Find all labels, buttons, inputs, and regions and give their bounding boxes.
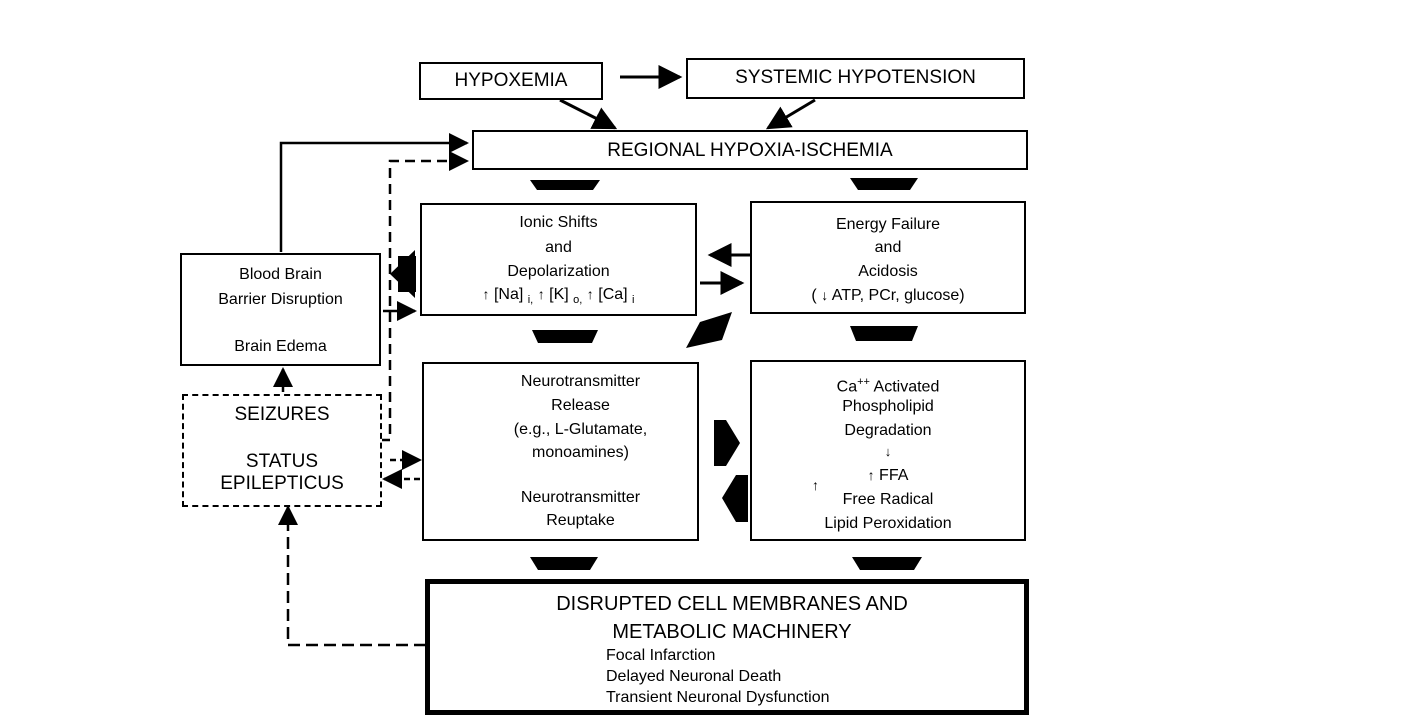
energy-line2: and [874,239,902,256]
disrupted-cell-membranes-box: DISRUPTED CELL MEMBRANES AND METABOLIC M… [425,579,1029,715]
up-arrow-na-icon: ↑ [482,286,490,302]
block-arrow-energy-to-ca [850,326,918,341]
ca-ffa-line: ↑ FFA [752,465,1024,486]
na-label: [Na] [493,286,524,303]
hypoxemia-label: HYPOXEMIA [454,70,568,91]
disrupted-line1: DISRUPTED CELL MEMBRANES AND [556,593,908,615]
energy-line4: ( ↓ ATP, PCr, glucose) [752,285,1024,306]
up-arrow-k-icon: ↑ [537,286,545,302]
arrow-bbb-to-regional [279,133,469,252]
disrupted-line5: Transient Neuronal Dysfunction [606,689,830,706]
ionic-concentrations: ↑ [Na] i, ↑ [K] o, ↑ [Ca] i [422,284,695,310]
dashed-arrow-disrupted-to-seizures [278,505,426,647]
block-arrow-neuro-to-energy [686,312,732,348]
ca-line1: Ca++ Activated [752,372,1024,397]
down-arrow-atp-icon: ↓ [821,287,829,303]
ca-line3: Degradation [844,422,932,439]
energy-line1: Energy Failure [835,216,941,233]
ionic-line1: Ionic Shifts [519,214,598,231]
block-arrow-ca-to-neuro [722,475,748,522]
ca-line2: Phospholipid [842,398,934,415]
neuro-line3: (e.g., L-Glutamate, [513,421,648,438]
up-arrow-free-radical-icon: ↑ [812,477,819,493]
ionic-line3: Depolarization [507,263,610,280]
up-arrow-ca-icon: ↑ [586,286,594,302]
bbb-line2: Barrier Disruption [218,291,343,308]
energy-paren-open: ( [811,287,817,304]
k-label: [K] [549,286,569,303]
block-arrow-regional-to-energy [850,178,918,190]
bbb-line3: Brain Edema [234,338,327,355]
neuro-line6: Reuptake [546,512,615,529]
seizures-line3: EPILEPTICUS [220,473,344,494]
ca-subscript: i [632,294,635,307]
energy-failure-box: Energy Failure and Acidosis ( ↓ ATP, PCr… [750,201,1026,314]
hypoxemia-box: HYPOXEMIA [419,62,603,100]
ca-line5: Free Radical [842,491,934,508]
systemic-hypotension-label: SYSTEMIC HYPOTENSION [735,67,976,88]
k-subscript: o, [573,294,583,307]
energy-line4-rest: ATP, PCr, glucose) [831,287,965,304]
systemic-hypotension-box: SYSTEMIC HYPOTENSION [686,58,1025,99]
blood-brain-barrier-box: Blood Brain Barrier Disruption Brain Ede… [180,253,381,366]
energy-line3: Acidosis [858,263,918,280]
disrupted-line2: METABOLIC MACHINERY [612,621,852,643]
ca-down-arrow-icon: ↓ [884,444,892,459]
regional-hypoxia-label: REGIONAL HYPOXIA-ISCHEMIA [607,140,893,161]
neuro-line1: Neurotransmitter [520,373,641,390]
arrow-hypotension-to-regional [765,98,816,130]
seizures-line2: STATUS [245,451,319,472]
neuro-line4: monoamines) [532,444,629,461]
neuro-line5: Neurotransmitter [520,489,641,506]
ca-text: Ca [836,378,858,396]
seizures-line1: SEIZURES [234,404,330,425]
ionic-line2: and [545,239,572,256]
block-arrow-neuro-to-disrupted [530,557,598,570]
disrupted-line4: Delayed Neuronal Death [606,668,782,685]
ca-line6: Lipid Peroxidation [824,515,952,532]
ca-activated-box: Ca++ Activated Phospholipid Degradation … [750,360,1026,541]
up-arrow-ffa-icon: ↑ [867,467,875,483]
dashed-arrow-seizures-to-regional [380,151,469,442]
block-arrow-regional-to-ionic [530,180,600,190]
regional-hypoxia-box: REGIONAL HYPOXIA-ISCHEMIA [472,130,1028,170]
ffa-label: FFA [879,467,909,484]
disrupted-line3: Focal Infarction [606,647,716,664]
block-arrow-ionic-to-neuro [532,330,598,343]
block-arrow-ca-to-disrupted [852,557,922,570]
neurotransmitter-box: Neurotransmitter Release (e.g., L-Glutam… [422,362,699,541]
ca-label: [Ca] [598,286,628,303]
block-arrow-neuro-to-ca [714,420,740,466]
ca-superscript: ++ [857,376,870,388]
ca-line1-rest: Activated [873,378,940,396]
seizures-box: SEIZURES STATUS EPILEPTICUS [182,394,382,507]
block-arrow-ionic-to-bbb-shaft [398,256,416,292]
na-subscript: i, [527,294,534,307]
bbb-line1: Blood Brain [239,266,322,283]
ionic-shifts-box: Ionic Shifts and Depolarization ↑ [Na] i… [420,203,697,316]
arrow-hypoxemia-to-regional [559,98,618,130]
neuro-line2: Release [551,397,610,414]
